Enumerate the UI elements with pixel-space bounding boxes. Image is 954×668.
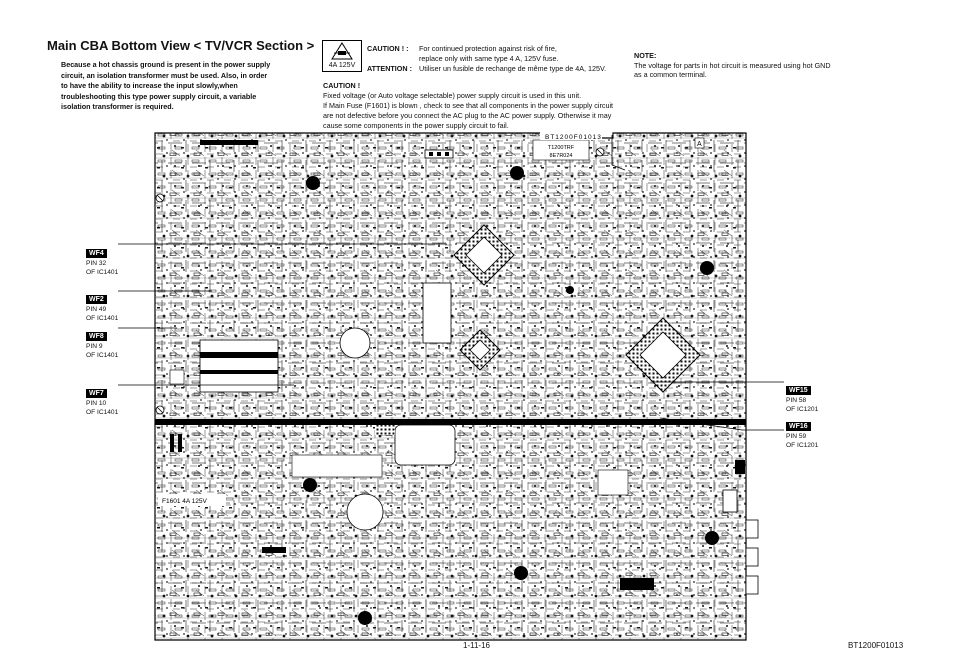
mounting-hole bbox=[705, 531, 719, 545]
power-caution-line2: If Main Fuse (F1601) is blown , check to… bbox=[323, 101, 614, 130]
wf-pin: PIN 58 bbox=[786, 397, 807, 404]
corner-mark: A bbox=[697, 141, 702, 148]
attention-text: Utiliser un fusible de rechange de même … bbox=[419, 64, 607, 73]
hot-chassis-warning: Because a hot chassis ground is present … bbox=[61, 60, 271, 111]
wf-badge: WF15 bbox=[786, 386, 811, 395]
wf-ic: OF IC1201 bbox=[786, 441, 819, 449]
wf-badge: WF16 bbox=[786, 422, 811, 431]
wf-ic: OF IC1401 bbox=[86, 314, 119, 322]
pcb-code-silkscreen: BT1200F01013 bbox=[545, 134, 602, 141]
wf-callout-wf4: WF4 PIN 32 OF IC1401 bbox=[86, 242, 118, 277]
wf-callout-wf16: WF16 PIN 59 OF IC1201 bbox=[786, 415, 818, 450]
ic1401-footprint bbox=[453, 224, 515, 286]
mounting-hole bbox=[510, 166, 524, 180]
wf-callout-wf7: WF7 PIN 10 OF IC1401 bbox=[86, 382, 118, 417]
wf-ic: OF IC1201 bbox=[786, 405, 819, 413]
wf-ic: OF IC1401 bbox=[86, 351, 119, 359]
wf-pin: PIN 9 bbox=[86, 343, 103, 350]
wf-pin: PIN 32 bbox=[86, 260, 107, 267]
note-label: NOTE: bbox=[634, 51, 657, 60]
wf-ic: OF IC1401 bbox=[86, 408, 119, 416]
fuse-silkscreen: F1601 4A 125V bbox=[162, 498, 207, 505]
wf-badge: WF4 bbox=[86, 249, 107, 258]
mounting-hole bbox=[306, 176, 320, 190]
transformer-label: T1200TRF bbox=[548, 145, 575, 151]
mounting-hole bbox=[700, 261, 714, 275]
note-block: NOTE: The voltage for parts in hot circu… bbox=[634, 51, 834, 80]
wf-callout-wf2: WF2 PIN 49 OF IC1401 bbox=[86, 288, 118, 323]
fuse-rating-label: 4A 125V bbox=[328, 62, 356, 69]
caution-line2: replace only with same type 4 A, 125V fu… bbox=[419, 54, 559, 63]
page-title: Main CBA Bottom View < TV/VCR Section > bbox=[47, 38, 315, 53]
wf-badge: WF2 bbox=[86, 295, 107, 304]
wf-pin: PIN 59 bbox=[786, 433, 807, 440]
wf-callout-wf8: WF8 PIN 9 OF IC1401 bbox=[86, 325, 118, 360]
wf-ic: OF IC1401 bbox=[86, 268, 119, 276]
wf-badge: WF8 bbox=[86, 332, 107, 341]
mounting-hole bbox=[514, 566, 528, 580]
transformer-code: 8E7R024 bbox=[550, 153, 573, 159]
power-caution-line1: Fixed voltage (or Auto voltage selectabl… bbox=[323, 91, 582, 100]
power-caution-block: CAUTION ! Fixed voltage (or Auto voltage… bbox=[323, 81, 623, 131]
power-caution-label: CAUTION ! bbox=[323, 81, 361, 90]
wf-callout-wf15: WF15 PIN 58 OF IC1201 bbox=[786, 379, 818, 414]
caution-label: CAUTION ! : bbox=[367, 44, 409, 53]
mounting-hole bbox=[358, 611, 372, 625]
fire-caution-block: CAUTION ! : For continued protection agai… bbox=[367, 44, 606, 74]
ic1201-footprint bbox=[625, 317, 701, 393]
doc-code: BT1200F01013 bbox=[848, 641, 904, 650]
mounting-hole bbox=[566, 286, 574, 294]
mounting-hole bbox=[303, 478, 317, 492]
ic-secondary-footprint bbox=[459, 329, 501, 371]
note-text: The voltage for parts in hot circuit is … bbox=[634, 60, 831, 80]
page-number: 1-11-16 bbox=[463, 641, 490, 650]
wf-badge: WF7 bbox=[86, 389, 107, 398]
attention-label: ATTENTION : bbox=[367, 64, 412, 73]
wf-pin: PIN 49 bbox=[86, 306, 107, 313]
caution-line1: For continued protection against risk of… bbox=[419, 44, 557, 53]
wf-pin: PIN 10 bbox=[86, 400, 107, 407]
fuse-warning-icon bbox=[322, 40, 362, 72]
